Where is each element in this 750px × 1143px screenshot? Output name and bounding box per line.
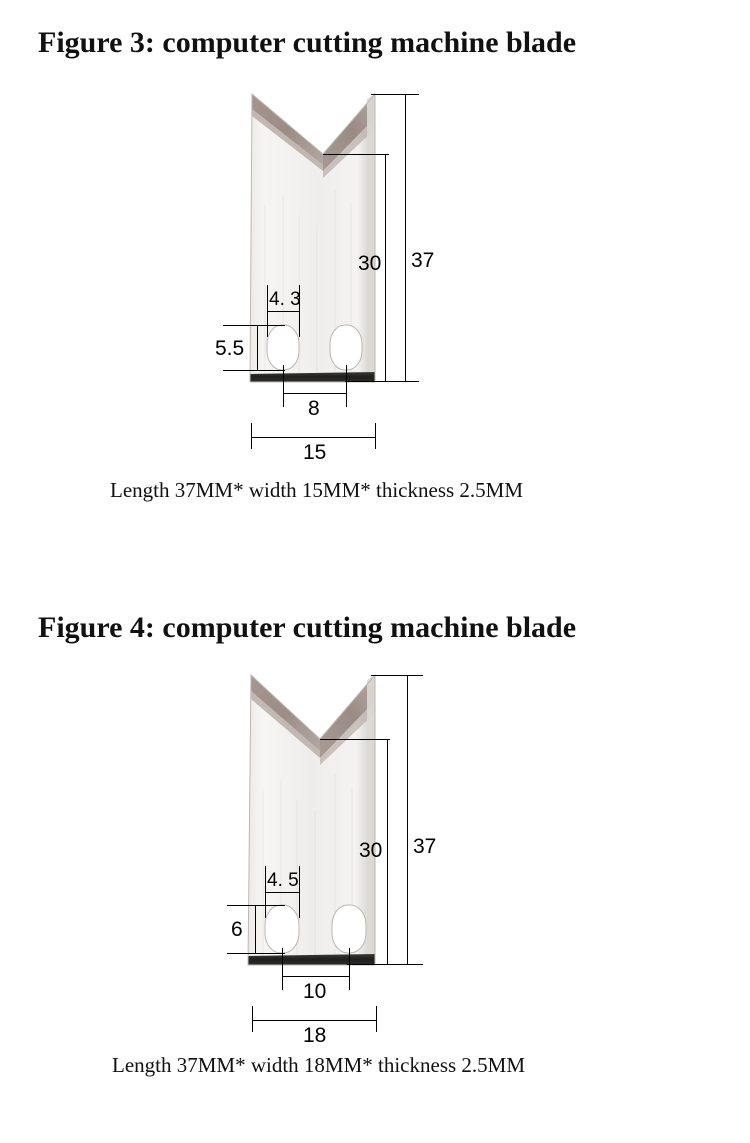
figure-3-dim-hole-height: 5.5: [215, 337, 245, 360]
figure-4-dim18-right-tick: [376, 1006, 377, 1032]
figure-4-dim10-line: [282, 976, 350, 977]
figure-4-dim37-top-tick: [371, 675, 423, 676]
figure-4-dim-overall-length: 37: [413, 835, 437, 858]
figure-4-dim18-left-tick: [252, 1006, 253, 1032]
figure-4-dim6-top-tick: [227, 905, 285, 906]
figure-3-title: Figure 3: computer cutting machine blade: [38, 26, 577, 59]
figure-4-dim6-line: [255, 905, 256, 954]
figure-3-dim-blade-width: 15: [303, 441, 327, 464]
figure-4-dim37-bottom-tick: [371, 964, 423, 965]
figure-3-blade-drawing: 37 30 4. 3 5.5 8 15: [195, 85, 525, 464]
figure-3-dim15-right-tick: [375, 423, 376, 449]
figure-3-dim30-bottom-tick: [345, 381, 389, 382]
figure-4-dim18-line: [252, 1020, 377, 1021]
figure-3-dim30-line: [385, 154, 386, 382]
figure-3-dim8-right-ext: [346, 365, 347, 407]
figure-3-dim-notch-to-bottom: 30: [358, 252, 382, 275]
figure-4-dim30-bottom-tick: [347, 964, 391, 965]
figure-4-dim-hole-spacing: 10: [303, 980, 327, 1003]
figure-4-caption: Length 37MM* width 18MM* thickness 2.5MM: [112, 1053, 526, 1077]
figure-4-dim-hole-height: 6: [231, 918, 243, 941]
figure-4-dim30-top-tick: [320, 739, 390, 740]
figure-3-dim15-left-tick: [251, 423, 252, 449]
figure-4-title: Figure 4: computer cutting machine blade: [38, 611, 577, 644]
figure-3-dim37-line: [405, 94, 406, 382]
figure-4-dim45-underline: [265, 892, 300, 893]
figure-4-dim6-bottom-tick: [227, 953, 285, 954]
figure-3-dim8-line: [283, 393, 347, 394]
figure-3-dim-hole-width: 4. 3: [269, 289, 301, 310]
figure-3-caption: Length 37MM* width 15MM* thickness 2.5MM: [110, 478, 524, 502]
figure-3-dim55-bottom-tick: [223, 370, 285, 371]
figure-4-dim-blade-width: 18: [303, 1024, 327, 1047]
figure-4-dim-hole-width: 4. 5: [267, 870, 299, 891]
figure-3-dim37-bottom-tick: [371, 381, 419, 382]
figure-4-dim30-line: [387, 739, 388, 965]
figure-4-dim10-left-ext: [282, 948, 283, 990]
figure-3-dim-overall-length: 37: [411, 249, 435, 272]
figure-3-blade-graphic: [249, 92, 376, 383]
figure-3-dim37-top-tick: [371, 94, 419, 95]
figure-3-dim43-underline: [267, 311, 300, 312]
figure-3-dim8-left-ext: [283, 365, 284, 407]
figure-3-dim15-line: [251, 437, 376, 438]
figure-3-dim55-top-tick: [223, 325, 285, 326]
figure-4-dim37-line: [407, 675, 408, 965]
figure-4-dim10-right-ext: [349, 948, 350, 990]
figure-3-dim30-top-tick: [323, 154, 389, 155]
figure-3-dim55-line: [257, 325, 258, 371]
figure-3-dim-hole-spacing: 8: [308, 397, 320, 420]
figure-4-blade-drawing: 37 30 4. 5 6 10 18: [195, 668, 525, 1047]
figure-4-dim-notch-to-bottom: 30: [359, 839, 383, 862]
